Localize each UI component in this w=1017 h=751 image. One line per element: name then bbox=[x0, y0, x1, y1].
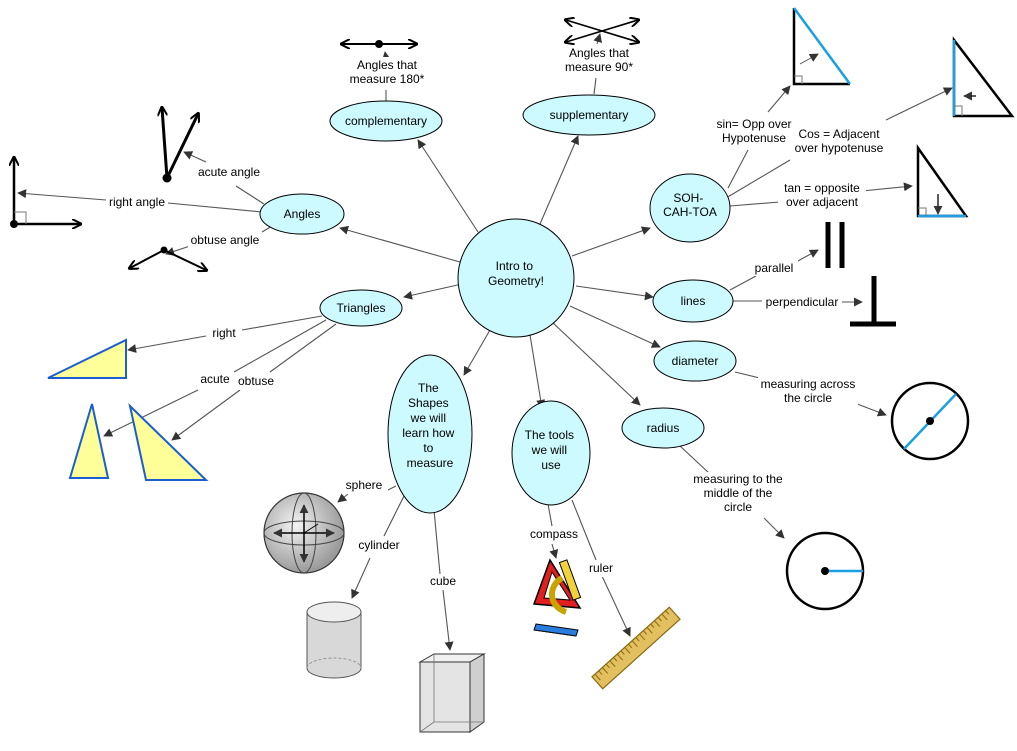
acute-triangle-icon bbox=[68, 403, 110, 479]
right-triangle-sin-icon bbox=[792, 7, 852, 86]
obtuse-angle-icon bbox=[130, 246, 206, 271]
cylinder-icon bbox=[306, 601, 362, 679]
node-triangles-text: Triangles bbox=[337, 301, 386, 315]
node-soh-cah-toa-text: SOH- CAH-TOA bbox=[663, 191, 717, 219]
label-sphere: sphere bbox=[342, 478, 388, 494]
node-angles[interactable]: Angles bbox=[259, 193, 345, 235]
node-center-text: Intro to Geometry! bbox=[488, 259, 544, 288]
label-obtuse: obtuse bbox=[234, 374, 278, 390]
node-supplementary-text: supplementary bbox=[550, 108, 629, 122]
node-radius[interactable]: radius bbox=[621, 407, 705, 449]
node-center[interactable]: Intro to Geometry! bbox=[457, 218, 575, 338]
node-complementary[interactable]: complementary bbox=[329, 100, 443, 142]
connector-lines bbox=[17, 33, 953, 651]
svg-text:cube: cube bbox=[430, 574, 456, 588]
circle-diameter-icon bbox=[890, 381, 970, 461]
node-shapes[interactable]: The Shapes we will learn how to measure bbox=[387, 354, 473, 514]
acute-angle-icon bbox=[162, 108, 198, 183]
right-triangle-icon bbox=[47, 338, 127, 379]
double-arrow-line-icon bbox=[342, 40, 416, 48]
node-triangles[interactable]: Triangles bbox=[319, 289, 403, 327]
label-right: right bbox=[206, 326, 242, 342]
node-lines-text: lines bbox=[681, 294, 706, 308]
cube-icon bbox=[418, 653, 486, 733]
node-radius-text: radius bbox=[647, 421, 680, 435]
svg-text:acute angle: acute angle bbox=[198, 165, 260, 179]
svg-text:acute: acute bbox=[200, 372, 230, 386]
node-lines[interactable]: lines bbox=[652, 279, 734, 323]
node-soh-cah-toa[interactable]: SOH- CAH-TOA bbox=[649, 173, 731, 243]
node-tools[interactable]: The tools we will use bbox=[511, 400, 591, 506]
crossed-arrows-icon bbox=[566, 20, 638, 42]
label-acute: acute bbox=[196, 372, 234, 388]
ruler-icon bbox=[591, 606, 681, 690]
label-right-angle: right angle bbox=[106, 194, 168, 210]
svg-text:right: right bbox=[212, 326, 236, 340]
node-diameter[interactable]: diameter bbox=[653, 340, 737, 382]
label-obtuse-angle: obtuse angle bbox=[188, 232, 262, 248]
node-supplementary[interactable]: supplementary bbox=[522, 94, 656, 136]
node-complementary-text: complementary bbox=[345, 114, 427, 128]
svg-text:sphere: sphere bbox=[346, 478, 383, 492]
node-angles-text: Angles bbox=[284, 207, 321, 221]
right-triangle-tan-icon bbox=[916, 144, 969, 218]
svg-text:parallel: parallel bbox=[755, 261, 794, 275]
node-shapes-text: The Shapes we will learn how to measure bbox=[402, 381, 457, 470]
svg-text:perpendicular: perpendicular bbox=[766, 295, 839, 309]
label-perpendicular: perpendicular bbox=[762, 294, 842, 310]
svg-text:right angle: right angle bbox=[109, 195, 165, 209]
obtuse-triangle-icon bbox=[128, 402, 209, 481]
label-ruler: ruler bbox=[586, 561, 618, 577]
sphere-icon bbox=[263, 492, 345, 574]
perpendicular-icon bbox=[850, 276, 896, 327]
node-diameter-text: diameter bbox=[672, 354, 719, 368]
compass-tool-icon bbox=[532, 558, 582, 637]
svg-text:ruler: ruler bbox=[589, 561, 613, 575]
parallel-lines-icon bbox=[825, 222, 845, 268]
svg-text:cylinder: cylinder bbox=[358, 538, 399, 552]
label-cylinder: cylinder bbox=[354, 538, 404, 554]
circle-radius-icon bbox=[785, 531, 865, 611]
right-angle-icon bbox=[10, 158, 80, 228]
svg-text:compass: compass bbox=[530, 527, 578, 541]
svg-text:obtuse: obtuse bbox=[238, 374, 274, 388]
label-parallel: parallel bbox=[750, 260, 798, 276]
label-acute-angle: acute angle bbox=[194, 164, 264, 180]
right-triangle-cos-icon bbox=[952, 36, 1015, 118]
label-cube: cube bbox=[426, 574, 460, 590]
node-tools-text: The tools we will use bbox=[525, 428, 578, 472]
svg-text:obtuse angle: obtuse angle bbox=[191, 233, 260, 247]
label-compass: compass bbox=[526, 527, 582, 543]
